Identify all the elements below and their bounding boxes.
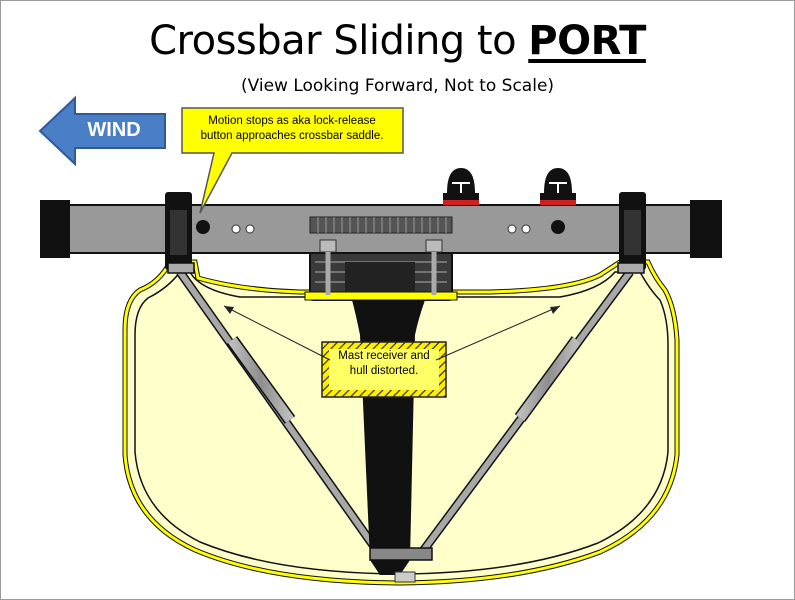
lock-release-button-right [540,168,576,205]
note-line-2: hull distorted. [349,365,419,377]
hull-outline-yellow [123,260,679,585]
page-subtitle: (View Looking Forward, Not to Scale) [240,76,555,96]
title-emphasis: PORT [528,18,646,64]
callout-line-2: button approaches crossbar saddle. [200,130,384,142]
lock-release-callout [181,107,404,214]
note-line-1: Mast receiver and [338,350,430,362]
hull-inner-line [134,271,669,575]
callout-text: Motion stops as aka lock-release button … [186,114,398,144]
title-main: Crossbar Sliding to [149,18,529,64]
wind-label: WIND [87,119,141,141]
callout-line-1: Motion stops as aka lock-release [208,115,376,127]
page-title: Crossbar Sliding to PORT [0,18,795,64]
lock-release-button-left [443,168,479,205]
crossbar [40,192,722,583]
starboard-strut [416,269,634,558]
distortion-note [223,305,561,398]
wind-arrow [38,95,166,167]
crossbar-saddle [304,251,458,301]
note-text: Mast receiver and hull distorted. [324,349,444,379]
port-strut [176,269,384,558]
